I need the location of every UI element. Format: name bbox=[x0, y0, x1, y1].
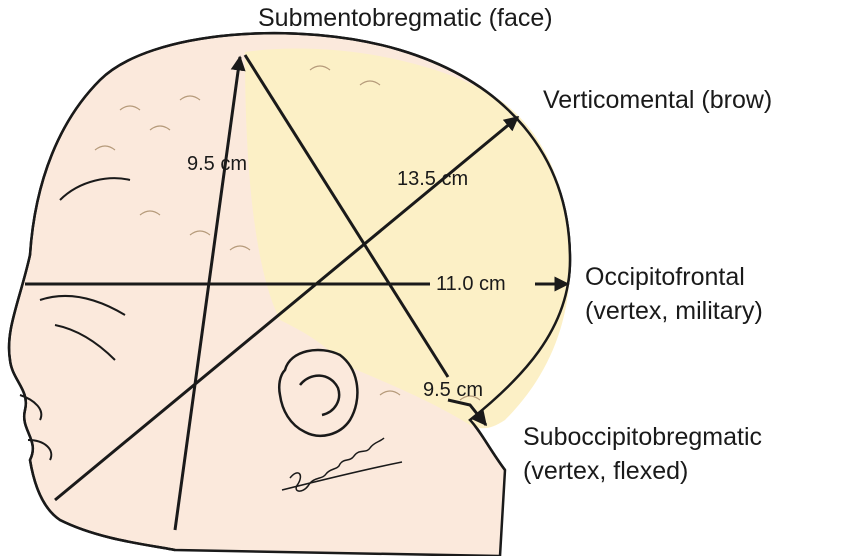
suboccipitobregmatic-label-line2: (vertex, flexed) bbox=[523, 457, 689, 485]
suboccipitobregmatic-arrow bbox=[447, 398, 488, 427]
occipitofrontal-label-line2: (vertex, military) bbox=[585, 297, 763, 325]
verticomental-label: Verticomental (brow) bbox=[543, 86, 773, 114]
facial-features bbox=[19, 177, 131, 461]
submentobregmatic-label: Submentobregmatic (face) bbox=[258, 4, 553, 32]
verticomental-line bbox=[54, 115, 520, 502]
head-outline bbox=[7, 31, 572, 552]
submentobregmatic-line bbox=[173, 55, 246, 531]
suboccipitobregmatic-line bbox=[243, 54, 450, 378]
occipitofrontal-label-line1: Occipitofrontal bbox=[585, 263, 745, 291]
verticomental-measurement: 13.5 cm bbox=[397, 168, 469, 190]
submentobregmatic-measurement: 9.5 cm bbox=[187, 153, 248, 175]
artist-signature bbox=[281, 437, 403, 492]
suboccipitobregmatic-label-line1: Suboccipitobregmatic bbox=[523, 423, 763, 451]
ear-icon bbox=[277, 348, 359, 437]
cranium-highlight bbox=[245, 48, 571, 429]
suboccipitobregmatic-measurement: 9.5 cm bbox=[423, 379, 484, 401]
occipitofrontal-measurement: 11.0 cm bbox=[436, 272, 506, 296]
hair-texture bbox=[94, 65, 481, 401]
diameter-lines bbox=[25, 54, 570, 531]
